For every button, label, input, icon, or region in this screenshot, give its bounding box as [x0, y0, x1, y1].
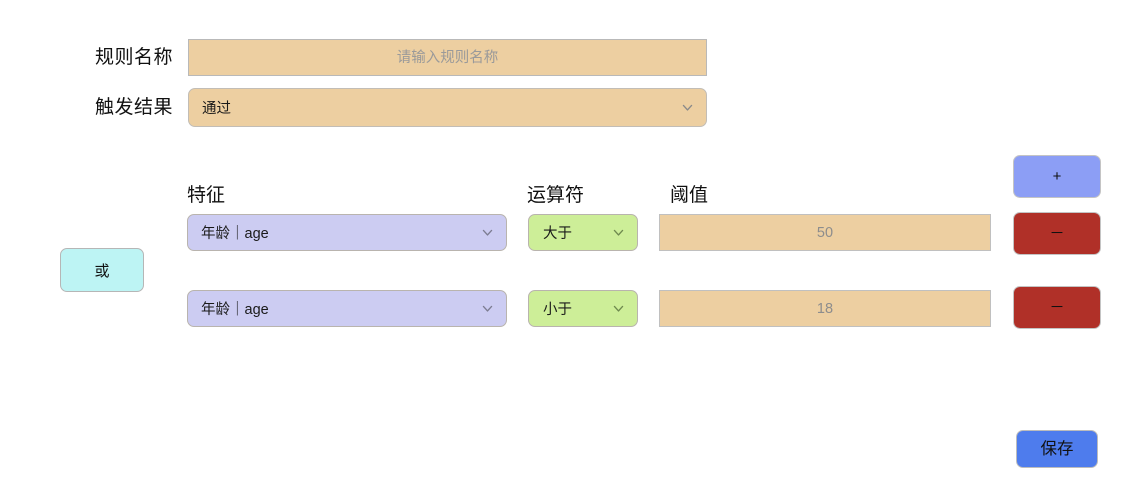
- column-header-threshold: 阈值: [670, 185, 709, 206]
- feature-select-value: 年龄｜age: [201, 226, 269, 242]
- operator-select-value: 大于: [543, 226, 572, 242]
- rule-name-row: 规则名称: [55, 39, 707, 76]
- chevron-down-icon: [612, 302, 625, 315]
- threshold-input[interactable]: [659, 214, 991, 251]
- remove-condition-button[interactable]: －: [1013, 212, 1101, 255]
- rule-name-field-wrap: [188, 39, 707, 76]
- trigger-result-field-wrap: 通过: [188, 88, 707, 127]
- trigger-result-label: 触发结果: [94, 97, 173, 118]
- operator-select[interactable]: 小于: [528, 290, 638, 327]
- threshold-input[interactable]: [659, 290, 991, 327]
- logic-operator-badge[interactable]: 或: [60, 248, 144, 292]
- chevron-down-icon: [481, 302, 494, 315]
- rule-name-input[interactable]: [188, 39, 707, 76]
- feature-select[interactable]: 年龄｜age: [187, 290, 507, 327]
- feature-select[interactable]: 年龄｜age: [187, 214, 507, 251]
- save-button[interactable]: 保存: [1016, 430, 1098, 468]
- chevron-down-icon: [612, 226, 625, 239]
- feature-select-value: 年龄｜age: [201, 302, 269, 318]
- trigger-result-value: 通过: [202, 101, 231, 117]
- add-condition-button[interactable]: +: [1013, 155, 1101, 198]
- operator-select-value: 小于: [543, 302, 572, 318]
- trigger-result-row: 触发结果 通过: [55, 88, 707, 127]
- trigger-result-select[interactable]: 通过: [188, 88, 707, 127]
- remove-condition-button[interactable]: －: [1013, 286, 1101, 329]
- chevron-down-icon: [681, 101, 694, 114]
- rule-name-label: 规则名称: [94, 47, 173, 68]
- operator-select[interactable]: 大于: [528, 214, 638, 251]
- column-header-feature: 特征: [187, 185, 226, 206]
- column-header-operator: 运算符: [527, 185, 585, 206]
- chevron-down-icon: [481, 226, 494, 239]
